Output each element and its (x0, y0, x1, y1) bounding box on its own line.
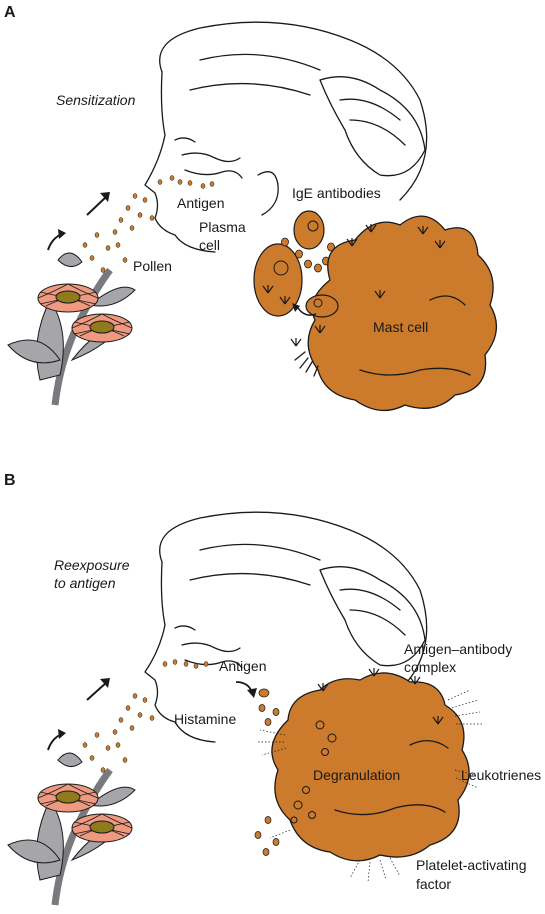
label-complex-1: Antigen–antibody (404, 641, 512, 657)
antigen-particles-b (258, 688, 280, 726)
panel-b-letter: B (4, 472, 16, 489)
head-illustration-b (144, 511, 428, 743)
label-paf-2: factor (416, 876, 451, 892)
panel-b: B Reexposure to antigen (4, 472, 541, 906)
panel-a-title: Sensitization (56, 92, 136, 108)
label-mast-cell: Mast cell (373, 319, 428, 335)
pollen-dots-b (82, 659, 209, 773)
label-ige-antibodies: IgE antibodies (292, 185, 381, 201)
mast-cell-a (290, 215, 497, 412)
flower-a (7, 252, 136, 406)
label-antigen-a: Antigen (177, 195, 224, 211)
plasma-cells (253, 210, 335, 317)
mast-cell-b (254, 667, 482, 883)
label-leukotrienes: Leukotrienes (461, 767, 541, 783)
airflow-arrows-b (47, 678, 257, 751)
label-complex-2: complex (404, 659, 456, 675)
pollen-dots-a (82, 175, 215, 273)
panel-a: A Sensitization (4, 4, 497, 412)
label-histamine: Histamine (174, 711, 236, 727)
panel-b-title-2: to antigen (54, 575, 116, 591)
panel-b-title-1: Reexposure (54, 557, 130, 573)
label-antigen-b: Antigen (219, 658, 266, 674)
head-illustration-a (144, 21, 428, 253)
panel-a-letter: A (4, 4, 16, 21)
label-plasma-cell-a-1: Plasma (199, 219, 246, 235)
label-paf-1: Platelet-activating (416, 857, 527, 873)
airflow-arrows-a (47, 192, 110, 251)
label-plasma-cell-a-2: cell (199, 237, 220, 253)
label-pollen: Pollen (133, 258, 172, 274)
label-degranulation: Degranulation (313, 767, 400, 783)
flower-b (7, 752, 136, 906)
